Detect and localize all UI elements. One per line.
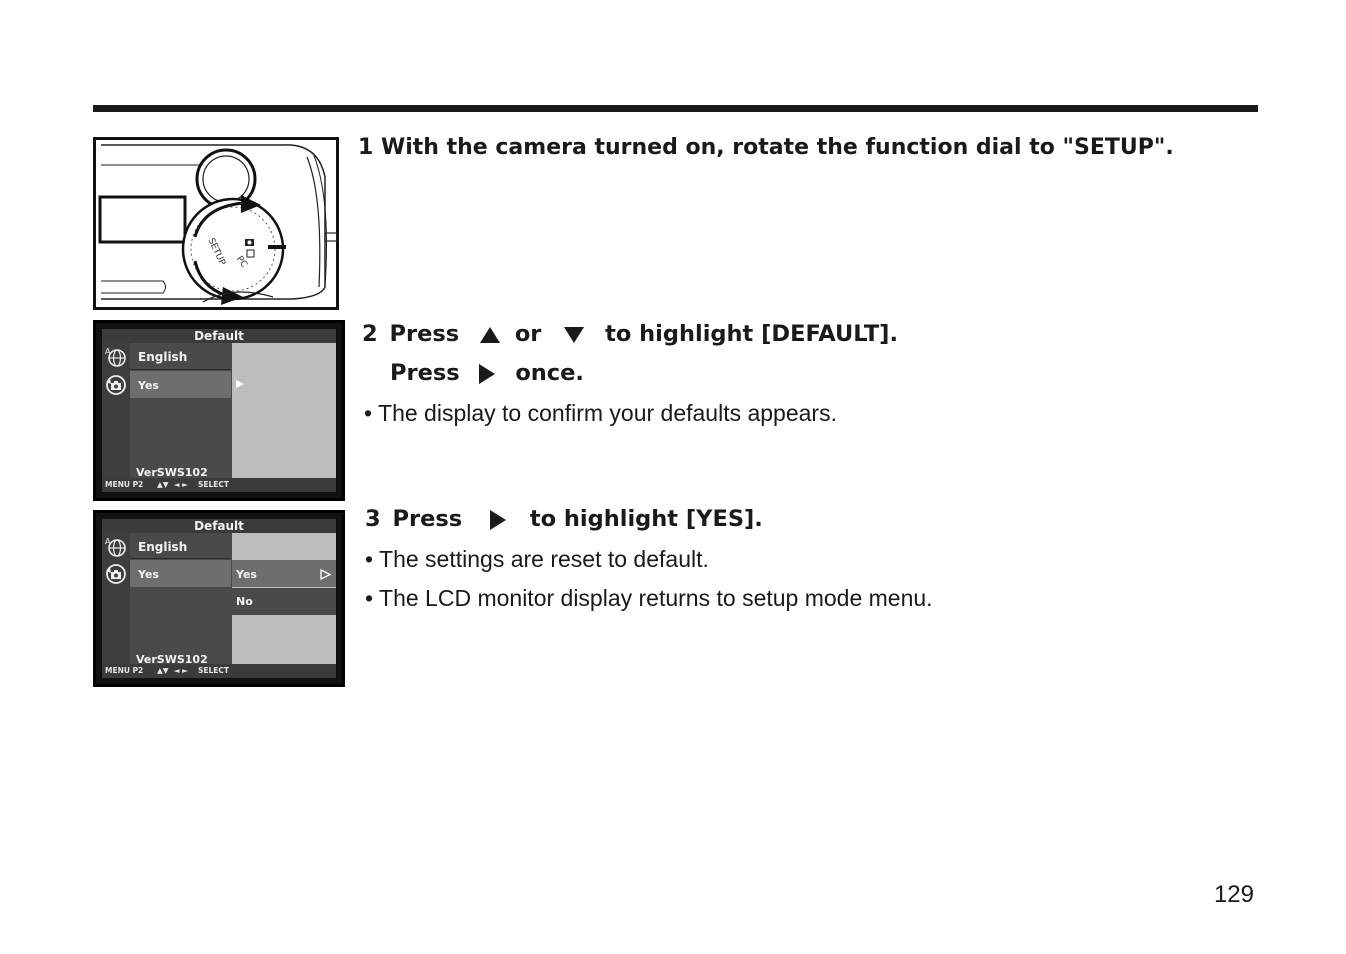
step-2-note: • The display to confirm your defaults a… — [364, 400, 837, 426]
lcd-row-language: English — [130, 535, 231, 559]
step-number: 1 — [358, 135, 374, 160]
lcd-row-language: English — [130, 345, 231, 370]
step-3-note-2: • The LCD monitor display returns to set… — [365, 585, 933, 611]
lcd-title: Default — [102, 519, 336, 533]
lcd-option-yes-label: Yes — [236, 568, 257, 581]
right-arrow-icon — [489, 509, 506, 530]
lcd-screen-default-menu: Default A English Yes VerSWS102 — [93, 320, 345, 501]
lcd-screen-confirm-defaults: Default A English Yes Yes — [93, 510, 345, 687]
lcd-version: VerSWS102 — [136, 466, 208, 479]
step-3-note-1: • The settings are reset to default. — [365, 546, 709, 572]
lcd-icon-column: A — [102, 533, 130, 664]
lcd-title: Default — [102, 329, 336, 343]
play-arrow-icon — [236, 380, 244, 388]
reset-camera-icon — [106, 564, 126, 584]
lcd-right-panel — [232, 343, 336, 483]
step-press-word: Press — [389, 321, 460, 347]
footer-menu-label: MENU P2 — [105, 480, 144, 489]
outline-play-arrow-icon — [320, 569, 331, 580]
top-rule — [93, 105, 1258, 112]
reset-camera-icon — [106, 375, 126, 395]
footer-nav-arrows-icon: ▲▼ ◄ ► — [157, 480, 188, 489]
step-1-instruction: 1 With the camera turned on, rotate the … — [358, 135, 1174, 160]
step-or-word: or — [514, 321, 542, 347]
page-number: 129 — [1213, 881, 1254, 908]
step-text: once. — [515, 360, 584, 386]
step-2-line-2: Press once. — [390, 360, 584, 386]
lcd-option-yes: Yes — [232, 560, 336, 587]
step-number: 2 — [362, 321, 378, 347]
lcd-row-default-yes: Yes — [130, 371, 231, 398]
footer-menu-label: MENU P2 — [105, 666, 144, 675]
lcd-version: VerSWS102 — [136, 653, 208, 666]
lcd-footer: MENU P2 ▲▼ ◄ ► SELECT — [102, 478, 336, 492]
step-press-word: Press — [390, 360, 460, 386]
globe-icon: A — [105, 537, 126, 557]
lcd-footer: MENU P2 ▲▼ ◄ ► SELECT — [102, 664, 336, 678]
svg-text:A: A — [105, 347, 111, 356]
globe-icon: A — [105, 347, 126, 367]
step-3-instruction: 3 Press to highlight [YES]. — [365, 506, 763, 532]
lcd-icon-column: A — [102, 343, 130, 478]
step-2-line-1: 2 Press or to highlight [DEFAULT]. — [362, 321, 898, 347]
footer-nav-arrows-icon: ▲▼ ◄ ► — [157, 666, 188, 675]
down-arrow-icon — [564, 326, 585, 343]
up-arrow-icon — [479, 326, 500, 343]
right-arrow-icon — [479, 363, 496, 384]
step-press-word: Press — [392, 506, 463, 532]
step-text: to highlight [DEFAULT]. — [605, 321, 899, 347]
step-number: 3 — [365, 506, 381, 532]
step-text: to highlight [YES]. — [529, 506, 763, 532]
lcd-option-no: No — [232, 588, 336, 615]
lcd-row-default-yes: Yes — [130, 560, 231, 587]
step-text: With the camera turned on, rotate the fu… — [380, 135, 1174, 160]
svg-text:A: A — [105, 537, 111, 546]
footer-select-label: SELECT — [198, 666, 230, 675]
footer-select-label: SELECT — [198, 480, 230, 489]
camera-dial-illustration: PC SETUP — [93, 137, 339, 310]
